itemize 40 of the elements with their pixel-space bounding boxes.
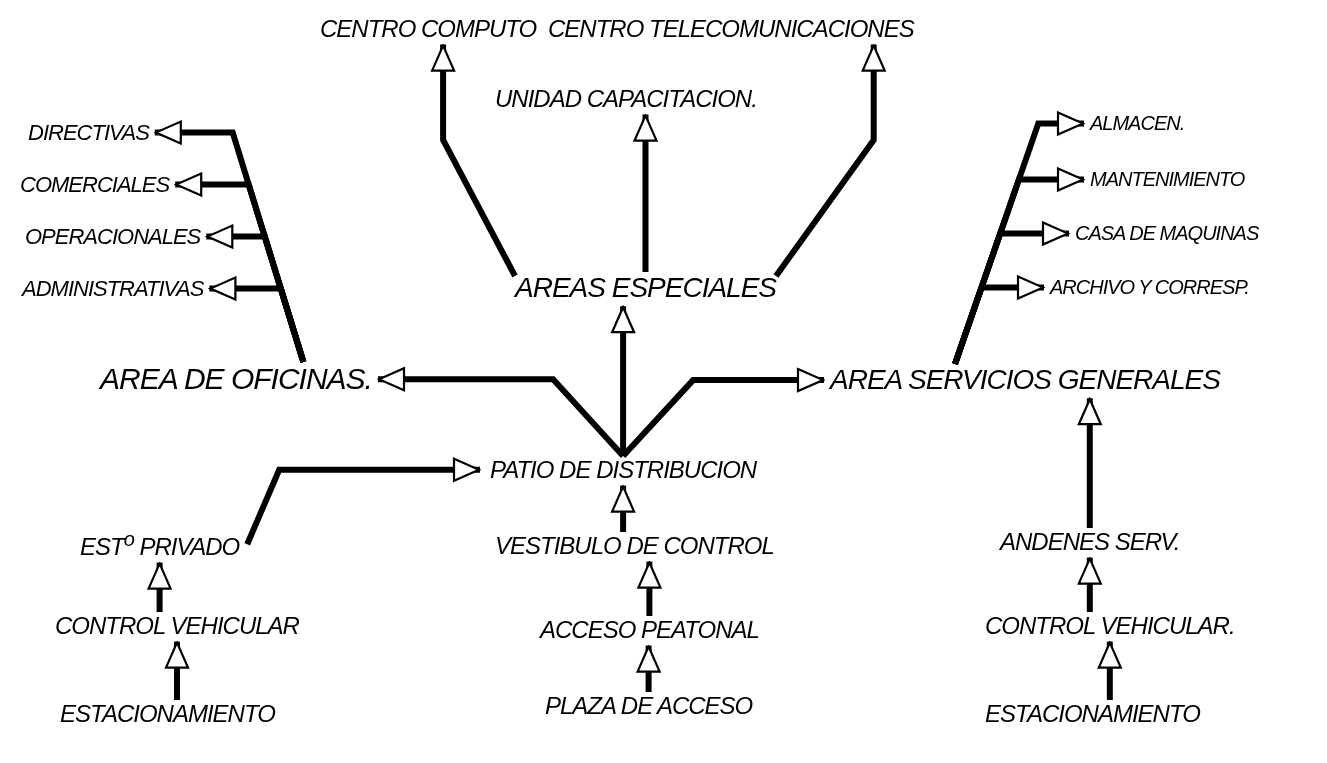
area-label: CONTROL VEHICULAR. <box>985 612 1235 640</box>
arrow <box>164 641 190 700</box>
area-label: COMERCIALES <box>20 172 170 198</box>
arrow <box>1077 398 1102 528</box>
area-label: PATIO DE DISTRIBUCION <box>490 456 757 484</box>
area-label: MANTENIMIENTO <box>1090 168 1245 191</box>
area-label: ADMINISTRATIVAS <box>22 276 204 302</box>
area-label: CONTROL VEHICULAR <box>55 612 299 640</box>
area-label: ALMACEN. <box>1090 112 1185 135</box>
area-label: CASA DE MAQUINAS <box>1075 222 1259 245</box>
arrow <box>633 114 658 272</box>
arrow <box>377 367 626 458</box>
area-label: ARCHIVO Y CORRESP. <box>1050 276 1249 299</box>
area-label: AREA DE OFICINAS. <box>100 362 372 397</box>
area-label: VESTIBULO DE CONTROL <box>495 532 774 560</box>
arrow <box>620 368 825 459</box>
area-label: DIRECTIVAS <box>28 120 149 146</box>
area-label: CENTRO TELECOMUNICACIONES <box>548 15 914 43</box>
arrow <box>637 561 662 616</box>
arrow <box>1097 641 1122 700</box>
area-label: ANDENES SERV. <box>1000 528 1180 556</box>
arrow <box>636 645 661 692</box>
area-label: OPERACIONALES <box>25 224 201 250</box>
area-label: ACCESO PEATONAL <box>540 616 759 644</box>
area-label: UNIDAD CAPACITACION. <box>495 85 757 113</box>
arrow <box>1077 557 1102 612</box>
area-label: ESTACIONAMIENTO <box>60 700 275 728</box>
arrow <box>244 457 481 546</box>
arrow <box>147 562 172 612</box>
area-label: EST$^{o}$ PRIVADO <box>80 528 240 561</box>
arrow <box>773 44 886 278</box>
area-label: PLAZA DE ACCESO <box>545 692 753 720</box>
area-label: CENTRO COMPUTO <box>320 15 537 43</box>
arrow <box>431 44 518 278</box>
arrow <box>611 485 636 532</box>
area-label: ESTACIONAMIENTO <box>985 700 1200 728</box>
area-label: AREAS ESPECIALES <box>515 272 776 305</box>
arrow <box>952 275 1045 365</box>
area-label: AREA SERVICIOS GENERALES <box>830 364 1220 397</box>
arrow <box>209 276 307 363</box>
